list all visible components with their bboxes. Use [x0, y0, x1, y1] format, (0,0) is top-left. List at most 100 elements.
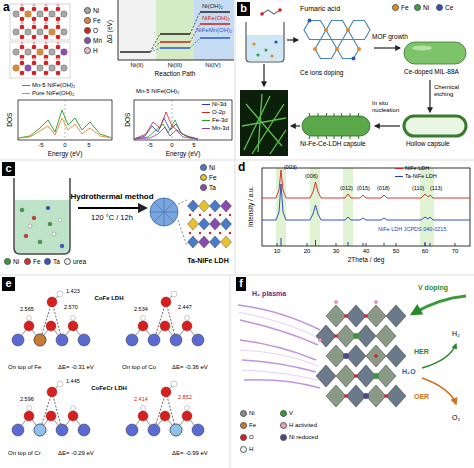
legend-swatch — [280, 434, 287, 441]
figure-label: NiFe(OH)₂ — [202, 15, 230, 22]
hydrothermal-scheme-part-part — [221, 218, 232, 230]
dft-adsorption-models-part — [126, 381, 204, 436]
legend-line-sample — [202, 104, 210, 105]
capsule-synthesis-scheme-part — [309, 113, 359, 139]
plasma-v-doping-scheme-part-part — [386, 305, 406, 327]
figure-label: Intensity / a.u. — [246, 187, 253, 227]
legend-row: Ta — [44, 258, 60, 265]
xrd-plot-part — [262, 168, 470, 246]
plasma-v-doping-scheme-part-part — [376, 325, 396, 347]
legend-line-sample — [395, 176, 403, 177]
capsule-synthesis-scheme-part-part — [357, 47, 361, 51]
legend-swatch — [240, 446, 247, 453]
hydrothermal-scheme-part-part — [38, 240, 42, 244]
figure-label: ΔE= -0.99 eV — [172, 450, 208, 457]
figure-label: Mn-5 NiFe(OH)₂ — [136, 88, 179, 95]
dos-plot-part — [134, 100, 232, 140]
hydrothermal-scheme-part — [15, 200, 69, 253]
capsule-synthesis-scheme-part — [404, 42, 466, 64]
ldh-crystal-structure-part — [13, 58, 67, 76]
capsule-synthesis-scheme-part — [274, 40, 277, 43]
hydrothermal-scheme-part-part — [48, 222, 52, 226]
dft-adsorption-models-part — [34, 334, 46, 346]
figure-label: ΔE= -0.36 eV — [172, 364, 208, 371]
ldh-crystal-structure-part — [13, 4, 67, 22]
plasma-v-doping-scheme-part-part — [336, 365, 356, 387]
free-energy-plot — [118, 0, 234, 60]
hydrothermal-scheme-part-part — [229, 214, 231, 216]
legend-line-sample — [395, 168, 403, 169]
plasma-v-doping-scheme-part-part — [384, 394, 388, 398]
legend-swatch — [64, 258, 71, 265]
figure-label: 2.596 — [20, 396, 34, 402]
capsule-synthesis-scheme-part-part — [304, 21, 326, 40]
capsule-synthesis-scheme-part — [302, 116, 370, 136]
legend-swatch — [280, 422, 287, 429]
legend-swatch — [240, 410, 247, 417]
plasma-v-doping-scheme-part-part — [318, 338, 322, 342]
plasma-v-doping-scheme-part — [353, 333, 379, 379]
legend-row: Ni — [240, 410, 255, 417]
legend-row: Fe — [84, 17, 101, 24]
hydrothermal-scheme-part-part — [199, 218, 210, 230]
hydrothermal-scheme-part-part — [28, 224, 32, 228]
ldh-crystal-structure-part — [10, 42, 70, 78]
figure-label: -5 — [38, 142, 43, 149]
plasma-v-doping-scheme-part-part — [386, 385, 406, 407]
dos-plot-part — [18, 100, 112, 140]
figure-label: Chemical etching — [434, 84, 468, 98]
capsule-synthesis-scheme-part — [270, 54, 273, 57]
capsule-synthesis-scheme — [240, 8, 466, 156]
capsule-synthesis-scheme-part — [252, 42, 255, 45]
free-energy-plot-part — [150, 12, 200, 52]
legend-swatch — [200, 174, 207, 181]
plasma-v-doping-scheme-part — [318, 300, 378, 342]
hydrothermal-scheme-part-part — [209, 232, 211, 234]
figure-label: 70 — [452, 248, 459, 255]
capsule-synthesis-scheme-part-part — [348, 21, 370, 40]
figure-label: 20 — [304, 248, 311, 255]
legend-text: H — [93, 47, 98, 54]
legend-row: Fe — [392, 4, 409, 11]
legend-text: NiFe LDH — [405, 165, 429, 171]
legend-row: Mn — [84, 37, 102, 44]
plasma-v-doping-scheme-part-part — [316, 325, 336, 347]
xrd-plot-part-part — [343, 168, 353, 246]
capsule-synthesis-scheme-part-part — [335, 47, 339, 51]
figure-label: OER — [414, 393, 429, 401]
plasma-v-doping-scheme-part-part — [343, 353, 349, 359]
hydrothermal-scheme-part-part — [46, 206, 50, 210]
legend-row: H — [240, 446, 253, 453]
free-energy-plot-part — [118, 0, 234, 60]
capsule-synthesis-scheme-part — [256, 53, 259, 56]
hydrothermal-scheme-part — [178, 200, 187, 246]
figure-label: (015) — [357, 185, 370, 191]
hydrothermal-scheme-part-part — [219, 214, 221, 216]
plasma-v-doping-scheme-part-part — [326, 385, 346, 407]
legend-text: Ni reduced — [289, 434, 318, 441]
figure-label: 2.534 — [134, 306, 148, 312]
legend-text: Mn — [93, 37, 102, 44]
figure-label: 2.414 — [134, 396, 148, 402]
legend-swatch — [392, 4, 399, 11]
xrd-plot-part — [277, 243, 455, 246]
plasma-v-doping-scheme-part-part — [242, 360, 316, 372]
legend-row: Ni — [4, 258, 19, 265]
legend-row: Ni — [414, 4, 429, 11]
legend-text: Ni-3d — [212, 101, 226, 108]
legend-text: Fe — [249, 422, 256, 429]
figure-label: H₂O — [402, 368, 416, 376]
figure-label: O₂ — [452, 414, 460, 422]
plasma-v-doping-scheme-part-part — [238, 305, 320, 330]
legend-text: Mn-5 NiFe(OH)₂ — [32, 82, 75, 89]
figure-label: 2.570 — [64, 304, 78, 310]
capsule-synthesis-scheme-part — [278, 8, 282, 12]
dft-adsorption-models — [12, 291, 204, 436]
figure-label: DOS — [6, 113, 13, 127]
legend-text: Pure NiFe(OH)₂ — [32, 90, 74, 97]
panel-dividers-part — [235, 160, 236, 275]
figure-label: 0 — [170, 142, 173, 149]
legend-row: O — [84, 27, 98, 34]
hydrothermal-scheme-part — [14, 178, 70, 254]
